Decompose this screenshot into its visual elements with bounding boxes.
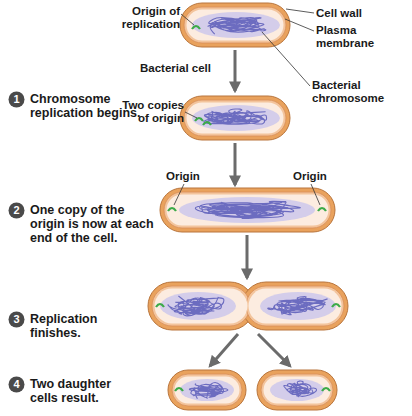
bacterial-cell [160,188,335,232]
callout-number: 3 [8,311,25,328]
plasma-membrane [184,7,286,43]
cytoplasm [187,10,284,41]
nucleoid [260,292,336,320]
nucleoid [180,379,234,401]
step-text: Two daughter cells result. [30,377,126,405]
origin-mark [168,208,176,211]
process-arrow [234,143,237,185]
part-label: Plasma membrane [316,24,382,50]
cell-wall [180,3,290,47]
bacterial-chromosome [204,109,267,124]
plasma-membrane [184,100,286,136]
part-label: Origin [293,170,343,183]
process-arrow [246,235,249,278]
bacterial-cell [180,96,290,140]
step-text: Replication finishes. [30,312,122,340]
bacterial-chromosome [208,17,266,34]
part-label: Bacterial chromosome [312,79,392,105]
process-arrow [234,50,237,91]
origin-mark [203,122,211,125]
cell-wall [180,96,290,140]
cell-wall [168,370,246,410]
cytoplasm [187,103,284,134]
step-circle-shape [9,377,25,393]
part-label: Origin of replication [112,5,180,31]
cell-wall [257,370,337,410]
cytoplasm [175,377,240,404]
step-number: 1 [8,91,25,108]
step-number: 2 [8,202,25,219]
origin-mark [318,208,326,211]
callout-number: 4 [8,376,25,393]
leader-line [285,19,314,31]
bacterial-chromosome [189,383,227,399]
plasma-membrane [152,286,250,326]
cell-wall [160,188,335,232]
callout-number: 1 [8,91,25,108]
plasma-membrane [164,192,331,228]
leader-line [286,9,314,13]
cytoplasm [249,289,342,324]
bacterial-chromosome [268,297,328,315]
origin-mark [195,118,203,121]
part-label: Origin [166,170,216,183]
step-circle-shape [9,203,25,219]
step-number: 4 [8,376,25,393]
cytoplasm [264,377,331,404]
leader-line [185,112,197,118]
origin-mark [322,388,330,391]
nucleoid [192,12,280,38]
bacterial-chromosome [168,296,224,316]
nucleoid [160,292,236,320]
nucleoid [192,105,280,131]
bacterial-cell [168,370,246,410]
origin-mark [332,304,340,307]
cytoplasm [155,289,248,324]
step-number: 3 [8,311,25,328]
cell-wall [242,282,348,330]
plasma-membrane [172,374,242,406]
process-arrow [210,334,238,366]
plasma-membrane [246,286,344,326]
leader-line [181,14,194,25]
step-text: One copy of the origin is now at each en… [30,203,160,245]
part-label: Bacterial cell [140,62,230,75]
bacterial-chromosome [284,381,317,397]
nucleoid [179,197,315,223]
cell-wall [148,282,254,330]
origin-mark [156,304,164,307]
process-arrow [258,334,290,366]
leader-line [174,184,184,205]
origin-mark [192,26,200,29]
part-label: Two copies of origin [114,99,184,125]
bacterial-cell [148,282,348,330]
bacterial-cell [180,3,290,47]
bacterial-cell [257,370,337,410]
bacterial-chromosome [195,201,300,218]
plasma-membrane [261,374,333,406]
step-circle-shape [9,92,25,108]
callout-number: 2 [8,202,25,219]
leader-line [311,184,320,205]
part-label: Cell wall [316,7,396,20]
leader-line [262,32,310,86]
nucleoid [270,379,324,401]
cytoplasm [167,195,329,226]
step-circle-shape [9,312,25,328]
origin-mark [175,388,183,391]
